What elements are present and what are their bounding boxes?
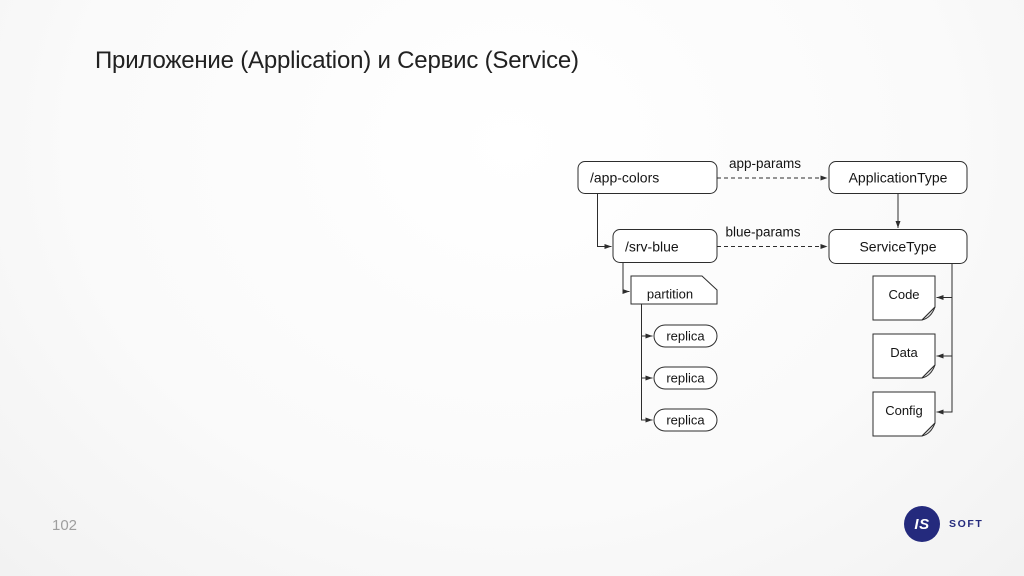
node-code: Code <box>872 275 936 321</box>
app-colors-label: /app-colors <box>590 170 659 186</box>
partition-label: partition <box>647 287 693 302</box>
edge-partition-to-replica-3 <box>641 378 653 423</box>
service-type-label: ServiceType <box>859 239 936 255</box>
edge-label-app-params: app-params <box>729 156 801 171</box>
replica-1-pill <box>653 324 718 348</box>
node-partition: partition <box>630 275 718 305</box>
node-replica-1: replica <box>653 324 718 348</box>
node-replica-3: replica <box>653 408 718 432</box>
replica-1-label: replica <box>666 329 705 344</box>
app-colors-box <box>577 161 718 194</box>
node-config: Config <box>872 391 936 437</box>
node-srv-blue: /srv-blue <box>612 229 718 263</box>
issoft-logo-circle-icon: IS <box>904 506 940 542</box>
node-service-type: ServiceType <box>828 229 968 264</box>
edge-servicetype-to-code <box>936 263 953 300</box>
issoft-logo: IS SOFT <box>904 506 983 542</box>
edge-srv-blue-to-partition <box>622 263 630 294</box>
slide-title: Приложение (Application) и Сервис (Servi… <box>95 47 579 74</box>
srv-blue-label: /srv-blue <box>625 239 679 255</box>
edge-servicetype-to-config <box>936 356 953 415</box>
service-type-box <box>828 229 968 264</box>
application-type-label: ApplicationType <box>849 170 948 186</box>
code-fold-corner <box>921 306 936 321</box>
replica-3-pill <box>653 408 718 432</box>
data-label: Data <box>890 345 918 360</box>
node-application-type: ApplicationType <box>828 161 968 194</box>
code-label: Code <box>888 287 919 302</box>
edge-app-colors-to-srv-blue <box>597 193 612 249</box>
edge-partition-to-replica-2 <box>641 336 653 381</box>
data-fold-corner <box>921 364 936 379</box>
page-number: 102 <box>52 517 78 534</box>
edge-label-blue-params: blue-params <box>725 225 800 240</box>
config-label: Config <box>885 403 923 418</box>
replica-3-label: replica <box>666 413 705 428</box>
replica-2-label: replica <box>666 371 705 386</box>
node-replica-2: replica <box>653 366 718 390</box>
replica-2-pill <box>653 366 718 390</box>
issoft-logo-circle-text: IS <box>914 515 930 533</box>
config-fold-corner <box>921 422 936 437</box>
issoft-logo-brand-text: SOFT <box>949 518 984 530</box>
application-type-box <box>828 161 968 194</box>
node-data: Data <box>872 333 936 379</box>
edge-partition-to-replica-1 <box>641 304 653 339</box>
node-app-colors: /app-colors <box>577 161 718 194</box>
edge-servicetype-to-data <box>936 297 953 359</box>
partition-card-shape <box>630 275 718 305</box>
srv-blue-box <box>612 229 718 263</box>
